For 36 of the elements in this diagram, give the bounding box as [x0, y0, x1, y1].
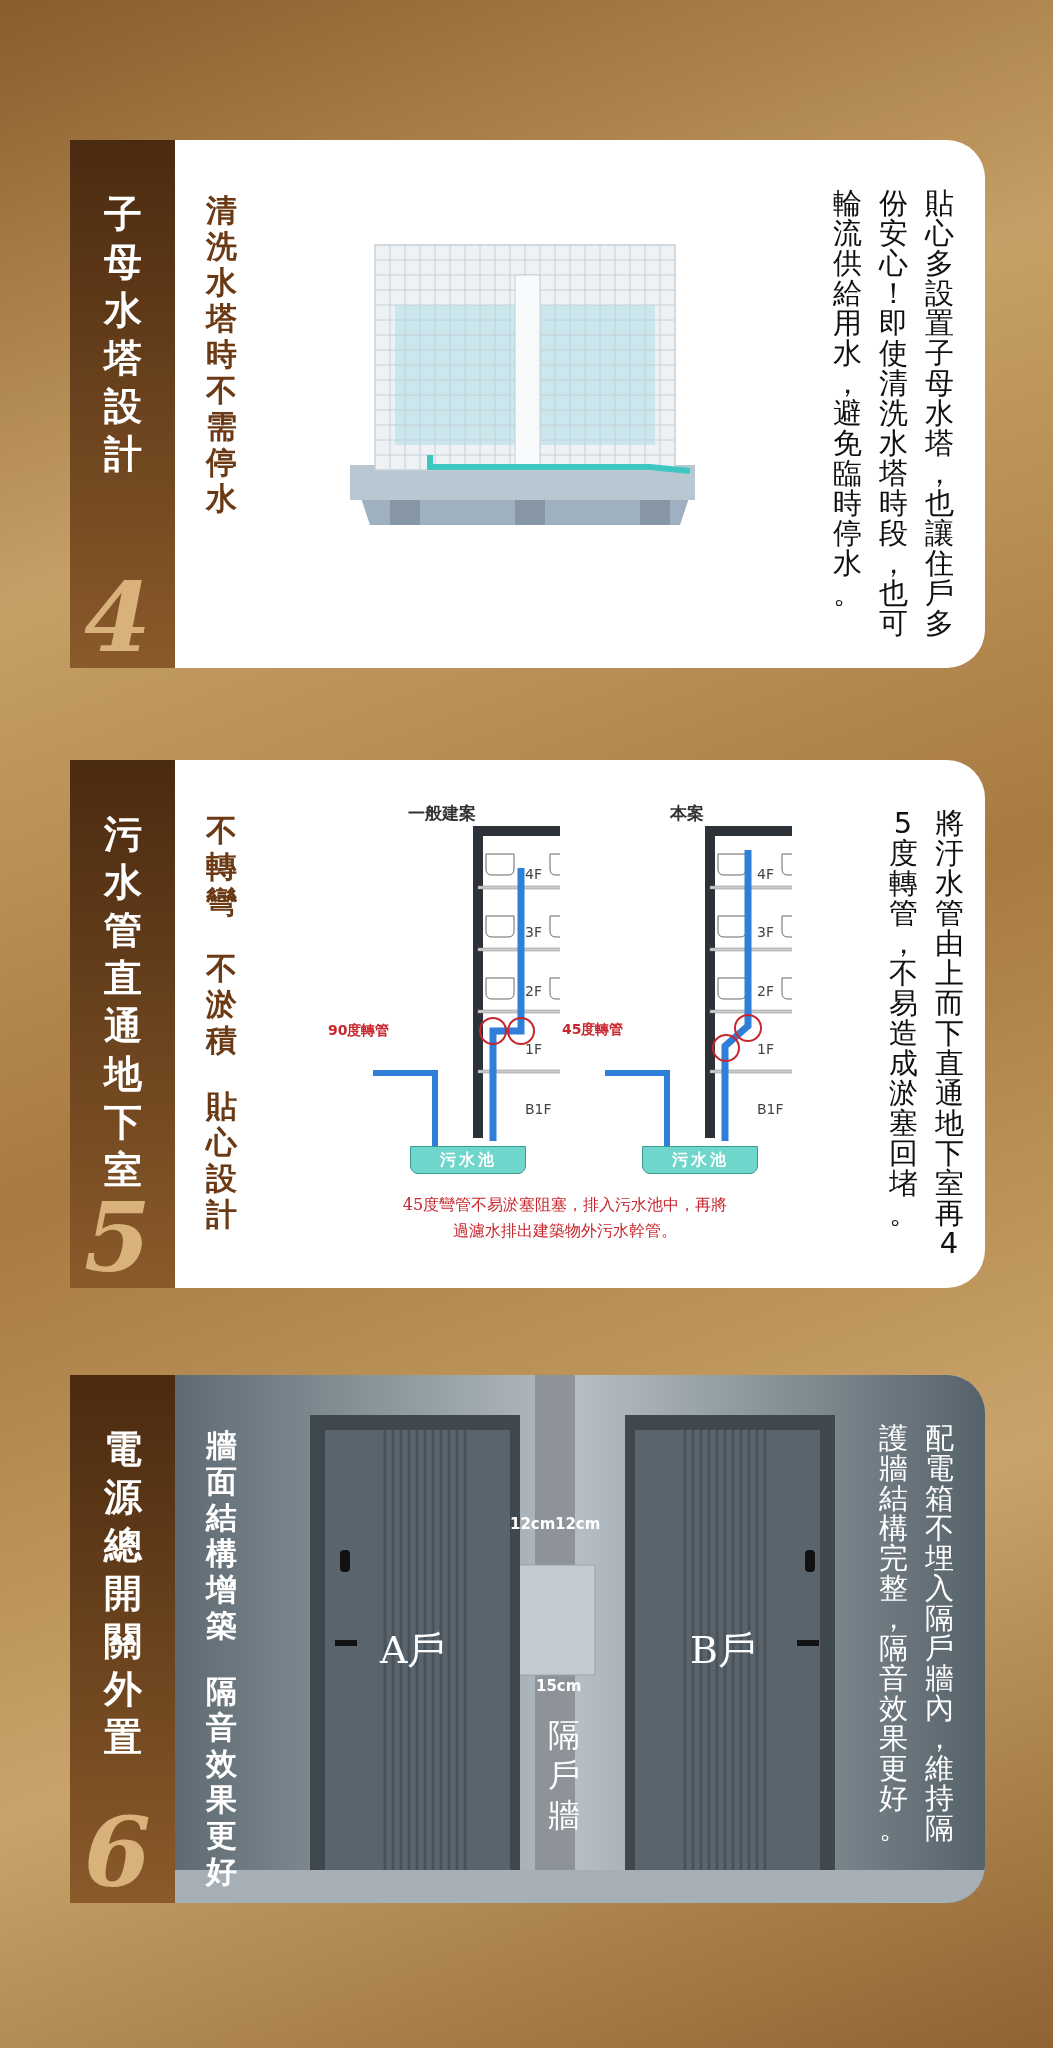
dimension-label: 12cm: [555, 1515, 601, 1533]
floor-label: 4F: [525, 866, 542, 882]
floor-label: B1F: [525, 1101, 552, 1117]
description-text: 貼心多設置子母水塔，也讓住戶多份安心！即使清洗水塔時段，也可輪流供給用水，避免臨時停水。: [831, 188, 955, 638]
floor-label: 1F: [757, 1041, 774, 1057]
floor-label: 4F: [757, 866, 774, 882]
section-number: 4: [84, 568, 151, 668]
section-subtitle: 清洗水塔時不需停水: [204, 192, 238, 516]
wall-label: 隔戶牆: [547, 1715, 581, 1835]
callout-label: 45度轉管: [562, 1021, 624, 1039]
unit-label: A戶: [380, 1627, 446, 1674]
floor-label: B1F: [757, 1101, 784, 1117]
floor-label: 2F: [757, 983, 774, 999]
section-title: 子母水塔設計: [102, 191, 143, 478]
diagram-heading: 一般建案: [408, 802, 476, 825]
section-subtitle: 牆面結構增築: [204, 1427, 238, 1643]
floor-label: 3F: [757, 924, 774, 940]
section-subtitle: 不淤積: [204, 950, 238, 1058]
description-text: 配電箱不埋入隔戶牆內，維持隔護牆結構完整，隔音效果更好。: [877, 1423, 955, 1843]
floor-label: 1F: [525, 1041, 542, 1057]
feature-card: [70, 760, 985, 1288]
callout-label: 90度轉管: [328, 1022, 390, 1040]
dimension-label: 15cm: [536, 1677, 582, 1695]
unit-label: B戶: [690, 1627, 756, 1674]
section-subtitle: 不轉彎: [204, 812, 238, 920]
section-title: 電源總開關外置: [102, 1426, 144, 1761]
sewage-tank: 污水池: [642, 1146, 758, 1174]
floor-label: 2F: [525, 983, 542, 999]
section-number: 6: [84, 1803, 151, 1903]
floor-label: 3F: [525, 924, 542, 940]
diagram-caption: 45度彎管不易淤塞阻塞，排入污水池中，再將過濾水排出建築物外污水幹管。: [401, 1194, 729, 1242]
diagram-heading: 本案: [670, 802, 704, 825]
sewage-tank: 污水池: [410, 1146, 526, 1174]
section-subtitle: 貼心設計: [204, 1088, 238, 1232]
feature-card: [70, 140, 985, 668]
description-text: 將汙水管由上而下直通地下室再45度轉管，不易造成淤塞回堵。: [887, 808, 965, 1258]
